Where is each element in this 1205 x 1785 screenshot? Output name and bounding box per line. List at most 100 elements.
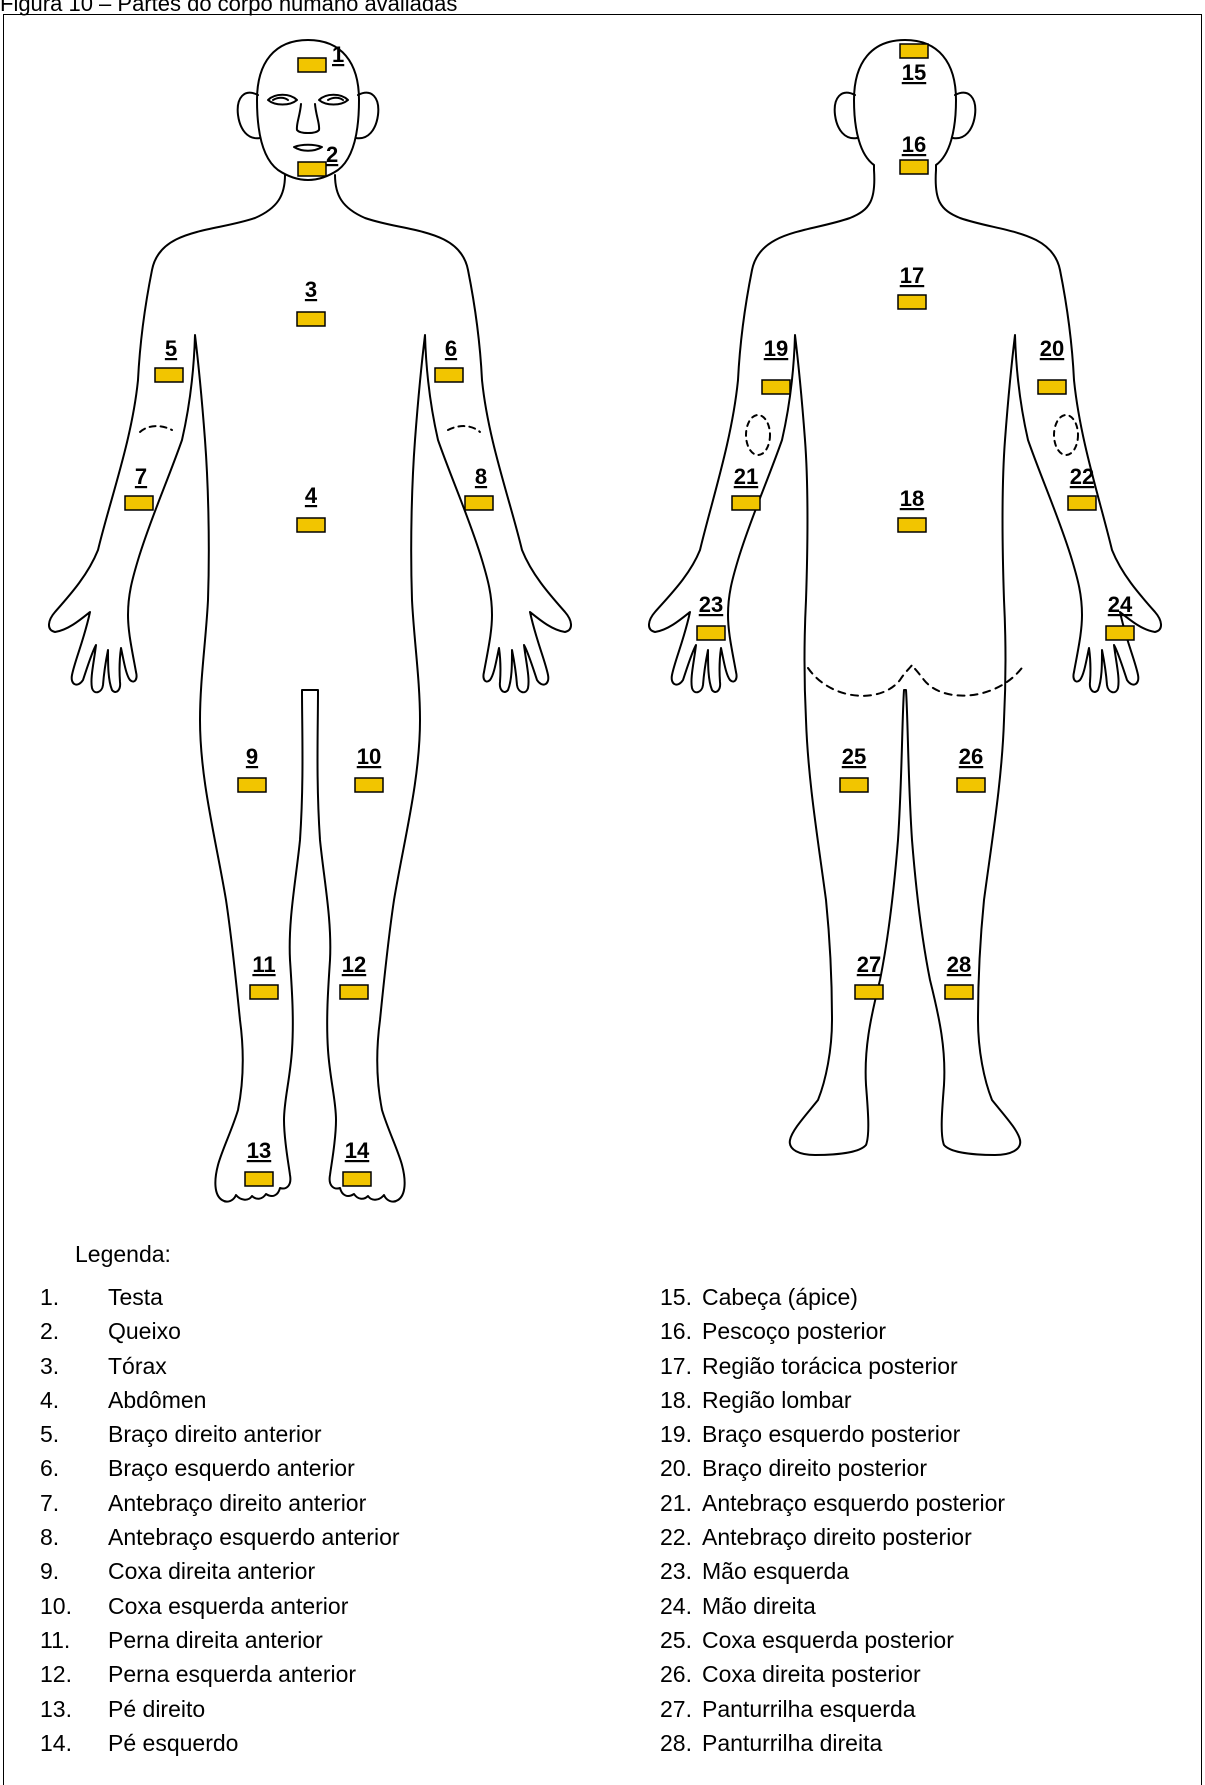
marker-number-27: 27 bbox=[857, 952, 881, 977]
marker-number-10: 10 bbox=[357, 744, 381, 769]
marker-1: 1 bbox=[298, 42, 344, 72]
marker-19: 19 bbox=[762, 336, 790, 394]
legend-item-number: 14. bbox=[40, 1726, 108, 1760]
marker-rect-10 bbox=[355, 778, 383, 792]
marker-3: 3 bbox=[297, 277, 325, 326]
marker-rect-20 bbox=[1038, 380, 1066, 394]
marker-number-21: 21 bbox=[734, 464, 758, 489]
marker-rect-15 bbox=[900, 44, 928, 58]
back-head bbox=[854, 40, 905, 170]
legend-item-number: 23. bbox=[660, 1554, 702, 1588]
marker-rect-16 bbox=[900, 160, 928, 174]
legend-item-label: Coxa esquerda posterior bbox=[702, 1627, 954, 1653]
marker-number-23: 23 bbox=[699, 592, 723, 617]
legend-item-label: Panturrilha direita bbox=[702, 1730, 882, 1756]
legend-item-label: Abdômen bbox=[108, 1387, 206, 1413]
marker-14: 14 bbox=[343, 1138, 371, 1186]
legend-item: 25.Coxa esquerda posterior bbox=[660, 1623, 1005, 1657]
marker-rect-9 bbox=[238, 778, 266, 792]
body-diagram: 1234567891011121314151617181920212223242… bbox=[0, 0, 1205, 1240]
legend-item-label: Braço direito anterior bbox=[108, 1421, 322, 1447]
legend-item: 14.Pé esquerdo bbox=[40, 1726, 400, 1760]
legend-item: 26.Coxa direita posterior bbox=[660, 1657, 1005, 1691]
marker-rect-6 bbox=[435, 368, 463, 382]
marker-number-13: 13 bbox=[247, 1138, 271, 1163]
marker-20: 20 bbox=[1038, 336, 1066, 394]
legend-item: 13.Pé direito bbox=[40, 1692, 400, 1726]
marker-number-1: 1 bbox=[332, 42, 344, 67]
marker-number-6: 6 bbox=[445, 336, 457, 361]
legend-item-label: Panturrilha esquerda bbox=[702, 1696, 916, 1722]
legend-item-number: 12. bbox=[40, 1657, 108, 1691]
marker-number-24: 24 bbox=[1108, 592, 1133, 617]
legend-item: 19.Braço esquerdo posterior bbox=[660, 1417, 1005, 1451]
legend-item: 18.Região lombar bbox=[660, 1383, 1005, 1417]
marker-number-8: 8 bbox=[475, 464, 487, 489]
marker-28: 28 bbox=[945, 952, 973, 999]
marker-number-12: 12 bbox=[342, 952, 366, 977]
legend-item-label: Queixo bbox=[108, 1318, 181, 1344]
marker-number-14: 14 bbox=[345, 1138, 370, 1163]
marker-2: 2 bbox=[298, 142, 338, 176]
legend-item: 15.Cabeça (ápice) bbox=[660, 1280, 1005, 1314]
legend-item: 22.Antebraço direito posterior bbox=[660, 1520, 1005, 1554]
legend-item-label: Antebraço direito anterior bbox=[108, 1490, 366, 1516]
marker-number-19: 19 bbox=[764, 336, 788, 361]
back-body-outline bbox=[649, 40, 1161, 1155]
back-left-elbow-dash bbox=[746, 415, 770, 455]
marker-25: 25 bbox=[840, 744, 868, 792]
marker-26: 26 bbox=[957, 744, 985, 792]
legend-item-number: 9. bbox=[40, 1554, 108, 1588]
front-right-elbow-dash bbox=[140, 426, 172, 432]
marker-number-28: 28 bbox=[947, 952, 971, 977]
legend-item-label: Região lombar bbox=[702, 1387, 852, 1413]
legend-item-number: 28. bbox=[660, 1726, 702, 1760]
legend-item: 24.Mão direita bbox=[660, 1589, 1005, 1623]
legend-item: 20.Braço direito posterior bbox=[660, 1451, 1005, 1485]
marker-7: 7 bbox=[125, 464, 153, 510]
legend-item-number: 2. bbox=[40, 1314, 108, 1348]
legend-item-number: 11. bbox=[40, 1623, 108, 1657]
legend-item: 28.Panturrilha direita bbox=[660, 1726, 1005, 1760]
legend-item-label: Braço esquerdo posterior bbox=[702, 1421, 960, 1447]
marker-rect-17 bbox=[898, 295, 926, 309]
marker-6: 6 bbox=[435, 336, 463, 382]
marker-rect-22 bbox=[1068, 496, 1096, 510]
legend-item-label: Antebraço direito posterior bbox=[702, 1524, 972, 1550]
legend-item-number: 27. bbox=[660, 1692, 702, 1726]
marker-rect-5 bbox=[155, 368, 183, 382]
marker-layer: 1234567891011121314151617181920212223242… bbox=[125, 42, 1134, 1186]
marker-number-17: 17 bbox=[900, 263, 924, 288]
front-left-elbow-dash bbox=[448, 426, 480, 432]
marker-rect-14 bbox=[343, 1172, 371, 1186]
legend-item-label: Pescoço posterior bbox=[702, 1318, 886, 1344]
legend-item: 21.Antebraço esquerdo posterior bbox=[660, 1486, 1005, 1520]
marker-number-11: 11 bbox=[252, 952, 275, 977]
marker-rect-28 bbox=[945, 985, 973, 999]
marker-10: 10 bbox=[355, 744, 383, 792]
marker-27: 27 bbox=[855, 952, 883, 999]
marker-rect-11 bbox=[250, 985, 278, 999]
legend-item-label: Braço esquerdo anterior bbox=[108, 1455, 355, 1481]
marker-5: 5 bbox=[155, 336, 183, 382]
legend-item-number: 7. bbox=[40, 1486, 108, 1520]
legend-item-label: Coxa direita posterior bbox=[702, 1661, 921, 1687]
marker-12: 12 bbox=[340, 952, 368, 999]
legend-item-label: Testa bbox=[108, 1284, 163, 1310]
legend-item-number: 25. bbox=[660, 1623, 702, 1657]
marker-rect-27 bbox=[855, 985, 883, 999]
marker-rect-2 bbox=[298, 162, 326, 176]
legend-item-label: Tórax bbox=[108, 1353, 167, 1379]
marker-rect-7 bbox=[125, 496, 153, 510]
legend-item-label: Perna esquerda anterior bbox=[108, 1661, 356, 1687]
marker-rect-3 bbox=[297, 312, 325, 326]
marker-rect-25 bbox=[840, 778, 868, 792]
legend-item: 16.Pescoço posterior bbox=[660, 1314, 1005, 1348]
legend-item-label: Perna direita anterior bbox=[108, 1627, 323, 1653]
marker-11: 11 bbox=[250, 952, 278, 999]
legend-item-label: Pé direito bbox=[108, 1696, 205, 1722]
legend-item: 23.Mão esquerda bbox=[660, 1554, 1005, 1588]
marker-16: 16 bbox=[900, 132, 928, 174]
legend-item-label: Braço direito posterior bbox=[702, 1455, 927, 1481]
